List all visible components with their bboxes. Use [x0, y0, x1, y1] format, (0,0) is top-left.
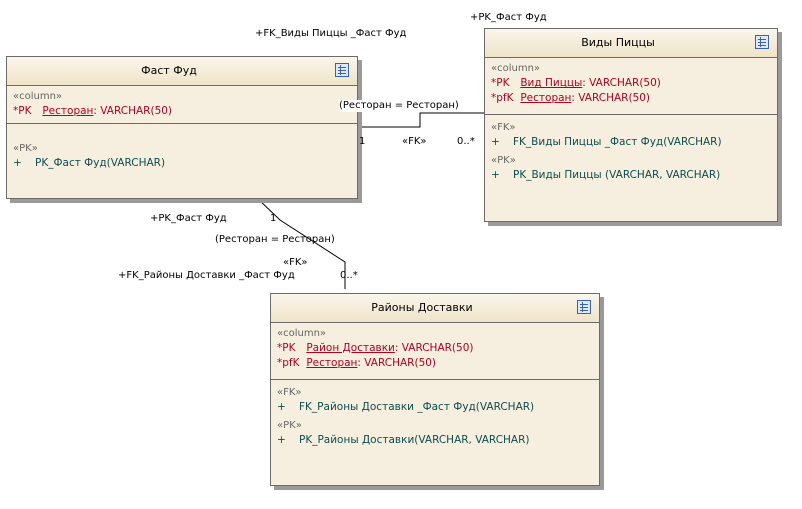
column-name: Вид Пиццы [520, 77, 583, 89]
visibility-marker: + [491, 136, 500, 148]
column-row[interactable]: *PK Вид Пиццы: VARCHAR(50) [491, 76, 771, 91]
operation-signature: FK_Районы Доставки _Фаст Фуд(VARCHAR) [299, 401, 535, 413]
entity-header: Районы Доставки [271, 294, 599, 323]
column-name: Ресторан [42, 105, 94, 117]
connector-role-label: +PK_Фаст Фуд [470, 12, 547, 23]
operation-signature: PK_Виды Пиццы (VARCHAR, VARCHAR) [513, 169, 721, 181]
connector-condition-label: (Ресторан = Ресторан) [339, 100, 459, 112]
connector-role-label: +PK_Фаст Фуд [150, 213, 227, 224]
connector-line-fastfood-districts[interactable] [257, 198, 346, 289]
connector-multiplicity-label: 0..* [457, 136, 475, 147]
entity-header: Виды Пиццы [485, 29, 777, 58]
connector-condition-label: (Ресторан = Ресторан) [215, 234, 335, 245]
stereotype-label: «column» [13, 91, 63, 102]
operation-signature: PK_Районы Доставки(VARCHAR, VARCHAR) [299, 434, 530, 446]
column-type: : VARCHAR(50) [571, 92, 651, 104]
columns-section: «column» *PK Ресторан: VARCHAR(50) [7, 86, 357, 124]
entity-fastfood[interactable]: Фаст Фуд «column» *PK Ресторан: VARCHAR(… [6, 56, 358, 199]
column-key: *PK [277, 342, 296, 354]
operation-signature: FK_Виды Пиццы _Фаст Фуд(VARCHAR) [513, 136, 722, 148]
operation-row[interactable]: + PK_Виды Пиццы (VARCHAR, VARCHAR) [491, 168, 771, 183]
operations-section: «FK» + FK_Виды Пиццы _Фаст Фуд(VARCHAR) «… [485, 115, 777, 187]
connector-stereotype-label: «FK» [402, 136, 427, 147]
column-type: : VARCHAR(50) [582, 77, 661, 89]
operation-row[interactable]: + PK_Районы Доставки(VARCHAR, VARCHAR) [277, 433, 593, 448]
visibility-marker: + [277, 401, 286, 413]
entity-districts[interactable]: Районы Доставки «column» *PK Район Доста… [270, 293, 600, 486]
stereotype-label: «column» [491, 63, 541, 74]
connector-multiplicity-label: 1 [270, 213, 277, 224]
column-row[interactable]: *PK Ресторан: VARCHAR(50) [13, 104, 351, 119]
column-row[interactable]: *PK Район Доставки: VARCHAR(50) [277, 341, 593, 356]
visibility-marker: + [491, 169, 500, 181]
stereotype-label: «PK» [491, 155, 516, 166]
column-type: : VARCHAR(50) [93, 105, 173, 117]
entity-title: Виды Пиццы [581, 36, 655, 49]
column-key: *PK [491, 77, 510, 89]
column-key: *pfK [277, 357, 300, 369]
visibility-marker: + [13, 157, 22, 169]
columns-section: «column» *PK Вид Пиццы: VARCHAR(50) *pfK… [485, 58, 777, 115]
column-name: Ресторан [520, 92, 572, 104]
entity-title: Районы Доставки [371, 301, 473, 314]
entity-header: Фаст Фуд [7, 57, 357, 86]
pk-section: «PK» + PK_Фаст Фуд(VARCHAR) [7, 124, 357, 175]
column-type: : VARCHAR(50) [357, 357, 437, 369]
connector-stereotype-label: «FK» [283, 257, 308, 268]
operation-signature: PK_Фаст Фуд(VARCHAR) [35, 157, 166, 169]
table-icon [335, 63, 349, 77]
column-row[interactable]: *pfK Ресторан: VARCHAR(50) [277, 356, 593, 371]
connector-role-label: +FK_Районы Доставки _Фаст Фуд [118, 270, 295, 281]
connector-role-label: +FK_Виды Пиццы _Фаст Фуд [255, 28, 407, 39]
visibility-marker: + [277, 434, 286, 446]
table-icon [755, 35, 769, 49]
stereotype-label: «PK» [13, 143, 38, 154]
stereotype-label: «FK» [277, 387, 302, 398]
operation-row[interactable]: + FK_Районы Доставки _Фаст Фуд(VARCHAR) [277, 400, 593, 415]
columns-section: «column» *PK Район Доставки: VARCHAR(50)… [271, 323, 599, 380]
entity-title: Фаст Фуд [141, 64, 197, 77]
connector-line-fastfood-pizzatypes[interactable] [360, 112, 484, 128]
stereotype-label: «FK» [491, 122, 516, 133]
column-name: Район Доставки [306, 342, 395, 354]
entity-pizzatypes[interactable]: Виды Пиццы «column» *PK Вид Пиццы: VARCH… [484, 28, 778, 222]
operations-section: «FK» + FK_Районы Доставки _Фаст Фуд(VARCH… [271, 380, 599, 452]
table-icon [577, 300, 591, 314]
column-name: Ресторан [306, 357, 358, 369]
connector-multiplicity-label: 1 [359, 136, 366, 147]
column-row[interactable]: *pfK Ресторан: VARCHAR(50) [491, 91, 771, 106]
stereotype-label: «column» [277, 328, 327, 339]
operation-row[interactable]: + FK_Виды Пиццы _Фаст Фуд(VARCHAR) [491, 135, 771, 150]
column-key: *PK [13, 105, 32, 117]
connector-multiplicity-label: 0..* [340, 270, 358, 281]
column-type: : VARCHAR(50) [394, 342, 474, 354]
operation-row[interactable]: + PK_Фаст Фуд(VARCHAR) [13, 156, 351, 171]
column-key: *pfK [491, 92, 514, 104]
stereotype-label: «PK» [277, 420, 302, 431]
